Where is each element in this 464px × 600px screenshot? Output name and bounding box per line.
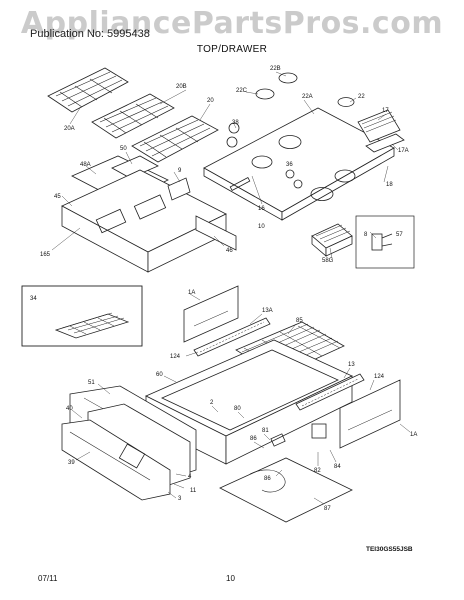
callout: 13 (348, 362, 355, 368)
callout: 40 (66, 406, 73, 412)
callout: 18 (386, 182, 393, 188)
burner-head-36a (226, 136, 238, 148)
callout: 81 (262, 428, 269, 434)
callout: 165 (40, 252, 51, 258)
callout: 51 (88, 380, 95, 386)
callout: 10 (258, 224, 265, 230)
burner-cap-22b (278, 72, 298, 84)
cooktop (203, 107, 395, 221)
watermark: AppliancePartsPros.com (20, 6, 444, 41)
burner-cap-22 (337, 97, 355, 107)
slide-rail-13a (193, 317, 271, 357)
callout: 20A (64, 126, 75, 132)
warming-element-tray (219, 423, 353, 523)
simmer-plate (357, 109, 405, 153)
callout: 3 (178, 496, 182, 502)
burner-grate-left (47, 67, 129, 113)
callout: 86 (264, 476, 271, 482)
callout: 124 (170, 354, 181, 360)
callout: 1A (188, 290, 195, 296)
callout: 22C (236, 88, 248, 94)
drawer-handle-panel (61, 419, 171, 501)
callout: 13A (262, 308, 273, 314)
callout: 20 (207, 98, 214, 104)
callout: 36 (286, 162, 293, 168)
cooktop-tray-assembly (61, 155, 237, 273)
footer-date: 07/11 (38, 574, 58, 583)
callout: 48A (80, 162, 91, 168)
callout-labels: 20A 20B 20 22B 22C 22A 22 17 17A 38 36 1… (30, 66, 417, 512)
slide-rail-13 (295, 373, 365, 411)
callout: 39 (68, 460, 75, 466)
callout: 17 (382, 108, 389, 114)
model-code: TEI30GS55JSB (366, 546, 413, 553)
publication-number: Publication No: 5995438 (30, 28, 150, 40)
callout: 11 (190, 488, 197, 494)
burner-head-36b (285, 169, 295, 179)
callout: 17A (398, 148, 409, 154)
callout: 22A (302, 94, 313, 100)
burner-cap-22c (255, 88, 275, 100)
callout: 4 (188, 474, 192, 480)
drawer-back-panel (183, 285, 239, 343)
inset-detail-box (355, 215, 415, 269)
callout: 82 (314, 468, 321, 474)
callout: 58G (322, 258, 334, 264)
burner-grate-right (131, 115, 219, 163)
callout: 1A (410, 432, 417, 438)
callout: 8 (364, 232, 368, 238)
callout: 84 (334, 464, 341, 470)
callout: 50 (120, 146, 127, 152)
section-title: TOP/DRAWER (196, 44, 268, 55)
callout: 57 (396, 232, 403, 238)
callout: 80 (234, 406, 241, 412)
callout: 22B (270, 66, 281, 72)
callout: 9 (178, 168, 182, 174)
callout: 60 (156, 372, 163, 378)
inset-rack-box (21, 285, 143, 347)
callout: 38 (232, 120, 239, 126)
callout: 45 (54, 194, 61, 200)
burner-head-36c (293, 179, 303, 189)
callout: 22 (358, 94, 365, 100)
callout: 86 (250, 436, 257, 442)
callout: 2 (210, 400, 214, 406)
callout: 20B (176, 84, 187, 90)
callout: 85 (296, 318, 303, 324)
callout: 46 (226, 248, 233, 254)
accessory-58g (311, 223, 353, 257)
callout: 87 (324, 506, 331, 512)
callout: 34 (30, 296, 37, 302)
burner-grate-center (91, 93, 175, 139)
leader-lines (51, 71, 411, 505)
burner-head-38 (228, 122, 240, 134)
callout: 16 (258, 206, 265, 212)
footer-page-number: 10 (226, 574, 235, 583)
callout: 124 (374, 374, 385, 380)
drawer-side-panel-right (339, 379, 401, 449)
